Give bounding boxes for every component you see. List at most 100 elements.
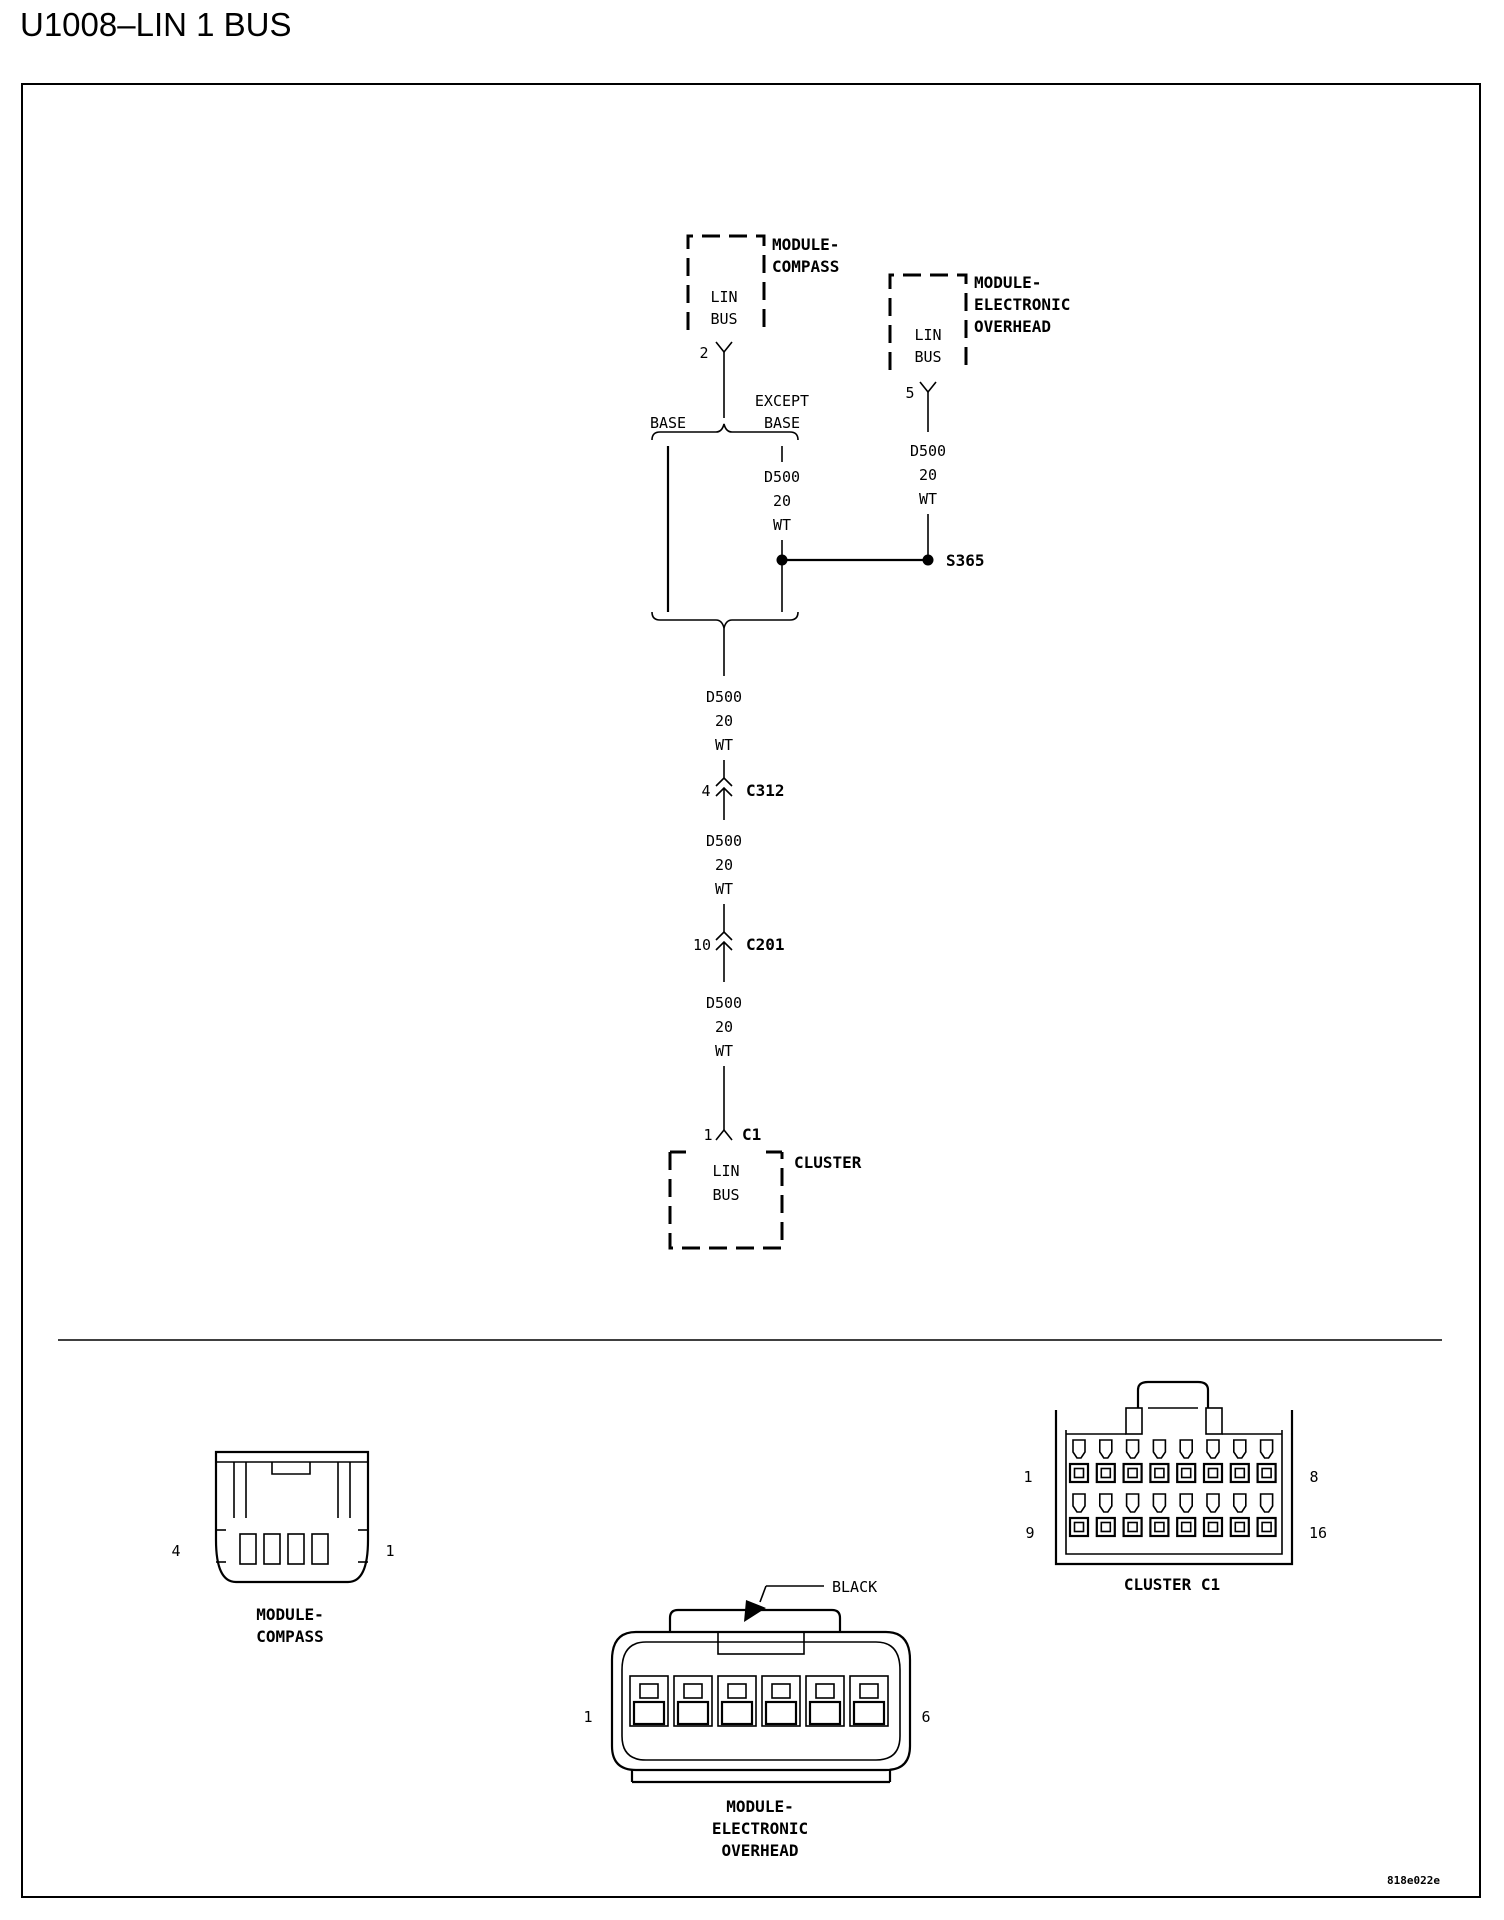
cluster-cavity: [1095, 1516, 1116, 1538]
compass-module-name-2: COMPASS: [772, 257, 839, 276]
compass-circuit-label-1: LIN: [710, 288, 737, 306]
overhead-view-pin-left: 1: [583, 1708, 592, 1726]
wire-label-1-color: WT: [715, 736, 733, 754]
c201-male-terminal-icon: [715, 930, 733, 941]
cluster-cavity-terminal: [1180, 1467, 1192, 1479]
cluster-cavity-latch: [1259, 1493, 1274, 1513]
cluster-cavity: [1256, 1462, 1277, 1484]
cluster-cavity-latch: [1206, 1439, 1220, 1459]
wire-label-1-circuit: D500: [706, 688, 742, 706]
splice-dot-s365: [922, 554, 934, 566]
c312-id: C312: [746, 781, 785, 800]
overhead-circuit-label-2: BUS: [914, 348, 941, 366]
cluster-male-terminal-icon: [715, 1128, 733, 1141]
cluster-cavity-latch: [1152, 1493, 1167, 1513]
cluster-cavity-latch: [1233, 1439, 1247, 1459]
cluster-cavity-latch: [1179, 1493, 1193, 1513]
cluster-view-pin-top-right: 8: [1309, 1468, 1318, 1486]
connector-c201: 10 C201: [693, 930, 785, 954]
wire-label-2-circuit: D500: [706, 832, 742, 850]
overhead-pin-number: 5: [905, 384, 914, 402]
overhead-module-name-2: ELECTRONIC: [974, 295, 1070, 314]
cluster-cavity-terminal: [1127, 1467, 1138, 1479]
c312-male-terminal-icon: [715, 776, 733, 787]
cluster-cavity: [1149, 1516, 1170, 1538]
cluster-view-pin-bottom-left: 9: [1025, 1524, 1034, 1542]
cluster-circuit-label-1: LIN: [712, 1162, 739, 1180]
cluster-cavity-latch: [1179, 1439, 1193, 1459]
overhead-circuit-label-1: LIN: [914, 326, 941, 344]
cluster-view-pin-top-left: 1: [1023, 1468, 1032, 1486]
cluster-cavity-terminal: [1261, 1521, 1272, 1533]
cluster-cavity-terminal: [1127, 1521, 1138, 1533]
cluster-view-label: CLUSTER C1: [1124, 1575, 1220, 1594]
overhead-module-name-1: MODULE-: [974, 273, 1041, 292]
cluster-cavity-latch: [1233, 1493, 1247, 1513]
wire-label-overhead-gauge: 20: [919, 466, 937, 484]
cluster-cavity: [1176, 1516, 1197, 1538]
c312-pin-number: 4: [701, 782, 710, 800]
wire-label-2-gauge: 20: [715, 856, 733, 874]
cluster-view-pin-bottom-right: 16: [1309, 1524, 1327, 1542]
cluster-cavity-terminal: [1154, 1467, 1165, 1479]
overhead-view-label-1: MODULE-: [726, 1797, 793, 1816]
figure-id: 818e022e: [1387, 1874, 1440, 1887]
overhead-view-pin-right: 6: [921, 1708, 930, 1726]
cluster-cavity-latch: [1125, 1493, 1140, 1513]
compass-view-label-2: COMPASS: [256, 1627, 323, 1646]
overhead-connector-view: BLACK 1 6 MODULE- ELECTRONIC OVERHEAD: [583, 1578, 930, 1860]
cluster-cavity: [1095, 1462, 1116, 1484]
cluster-cavity: [1122, 1516, 1143, 1538]
page-title: U1008–LIN 1 BUS: [20, 6, 292, 43]
option-base-label: BASE: [650, 414, 686, 432]
wire-label-except-circuit: D500: [764, 468, 800, 486]
wire-label-except-color: WT: [773, 516, 791, 534]
c201-id: C201: [746, 935, 785, 954]
cluster-cavity: [1176, 1462, 1197, 1484]
cluster-cavity: [1229, 1516, 1250, 1538]
compass-module-name-1: MODULE-: [772, 235, 839, 254]
connector-c312: 4 C312: [701, 776, 785, 800]
cluster-cavity-latch: [1099, 1439, 1113, 1459]
cluster-cavity-terminal: [1180, 1521, 1192, 1533]
option-bracket-top: [651, 423, 799, 441]
c201-pin-number: 10: [693, 936, 711, 954]
cluster-cavity: [1256, 1516, 1277, 1538]
compass-view-label-1: MODULE-: [256, 1605, 323, 1624]
cluster-cavity: [1202, 1516, 1224, 1538]
cluster-cavity: [1068, 1516, 1090, 1538]
overhead-view-cavities: [629, 1675, 889, 1727]
compass-pin-number: 2: [699, 344, 708, 362]
cluster-cavity: [1122, 1462, 1143, 1484]
cluster-cavity-terminal: [1100, 1521, 1112, 1533]
overhead-module-name-3: OVERHEAD: [974, 317, 1051, 336]
cluster-pin-number: 1: [703, 1126, 712, 1144]
cluster-cavity-terminal: [1207, 1521, 1219, 1533]
wire-label-overhead-color: WT: [919, 490, 937, 508]
cluster-connector-view: 1 8 9 16 CLUSTER C1: [1023, 1380, 1327, 1594]
overhead-view-label-2: ELECTRONIC: [712, 1819, 808, 1838]
cluster-cavity: [1229, 1462, 1250, 1484]
cluster-cavity-latch: [1259, 1439, 1274, 1459]
overhead-female-terminal-icon: [919, 381, 937, 394]
splice-id: S365: [946, 551, 985, 570]
cluster-cavity: [1068, 1462, 1090, 1484]
compass-view-pin-right: 1: [385, 1542, 394, 1560]
cluster-cavity-terminal: [1234, 1467, 1246, 1479]
compass-female-terminal-icon: [715, 341, 733, 354]
compass-module: LIN BUS MODULE- COMPASS 2: [686, 234, 839, 362]
option-bracket-bottom: [651, 611, 799, 629]
option-except-label-2: BASE: [764, 414, 800, 432]
option-except-label-1: EXCEPT: [755, 392, 809, 410]
compass-connector-view: 4 1 MODULE- COMPASS: [171, 1450, 395, 1646]
wire-label-2-color: WT: [715, 880, 733, 898]
cluster-cavity: [1149, 1462, 1170, 1484]
diagram-frame: [21, 83, 1481, 1898]
wire-label-3-gauge: 20: [715, 1018, 733, 1036]
cluster-view-cavities: [1068, 1439, 1277, 1538]
cluster-cavity-terminal: [1073, 1467, 1085, 1479]
cluster-module-name: CLUSTER: [794, 1153, 862, 1172]
cluster-connector-id: C1: [742, 1125, 761, 1144]
cluster-cavity-latch: [1099, 1493, 1113, 1513]
